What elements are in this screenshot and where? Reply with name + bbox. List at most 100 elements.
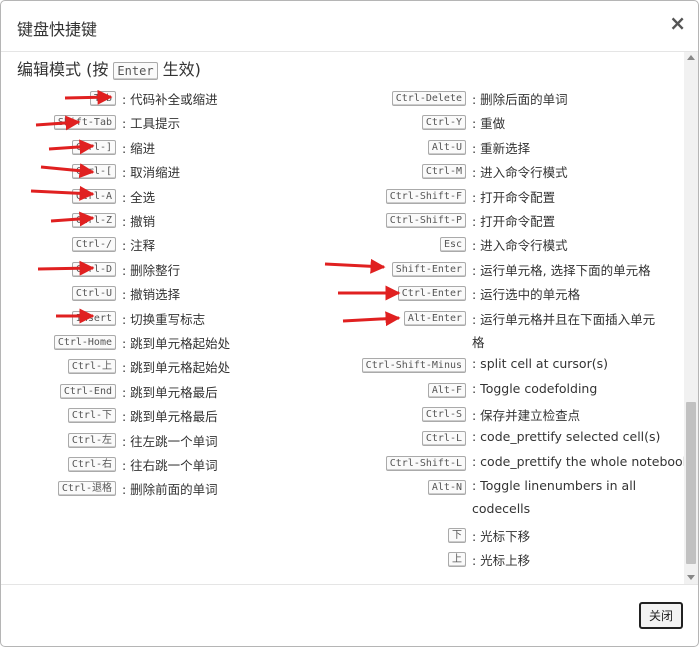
shortcut-keys: 下 bbox=[335, 526, 466, 543]
shortcut-description: : 代码补全或缩进 bbox=[122, 92, 218, 107]
shortcut-keys: Ctrl-M bbox=[335, 162, 466, 180]
shortcut-key: Ctrl-Enter bbox=[397, 286, 466, 302]
scroll-down-arrow-icon[interactable] bbox=[687, 575, 695, 580]
close-icon[interactable]: × bbox=[669, 11, 686, 35]
shortcut-key: Alt-U bbox=[427, 139, 466, 155]
shortcut-row: Ctrl-上: 跳到单元格起始处 bbox=[1, 357, 277, 377]
shortcut-row: Ctrl-U: 撤销选择 bbox=[1, 284, 277, 304]
shortcut-keys: Ctrl-左 bbox=[1, 431, 116, 448]
shortcut-description: : 全选 bbox=[122, 189, 156, 205]
shortcut-key: Shift-Enter bbox=[391, 261, 466, 277]
section-title-key: Enter bbox=[113, 62, 158, 80]
dialog-title: 键盘快捷键 bbox=[17, 20, 98, 39]
shortcut-keys: Esc bbox=[335, 235, 466, 253]
shortcut-key: Ctrl-Y bbox=[421, 115, 466, 131]
shortcut-keys: Shift-Enter bbox=[335, 260, 466, 277]
shortcut-description: : 删除前面的单词 bbox=[122, 482, 218, 498]
shortcut-row: Ctrl-End : 跳到单元格最后 bbox=[1, 382, 277, 402]
shortcut-key: Ctrl-左 bbox=[67, 432, 116, 448]
shortcut-row: Ctrl-Delete: 删除后面的单词 bbox=[335, 89, 675, 109]
shortcut-keys: Ctrl-Shift-Minus bbox=[335, 356, 466, 374]
shortcut-keys: 上 bbox=[335, 550, 466, 567]
close-button[interactable]: 关闭 bbox=[639, 602, 683, 629]
shortcut-keys: Tab bbox=[1, 89, 116, 106]
shortcut-key: Ctrl-Home bbox=[53, 335, 116, 350]
shortcut-description: : 运行单元格, 选择下面的单元格 bbox=[472, 262, 651, 278]
section-title-suffix: 生效) bbox=[157, 60, 201, 79]
shortcut-description: : 工具提示 bbox=[122, 116, 181, 132]
shortcut-key: Ctrl-Shift-P bbox=[385, 213, 466, 228]
shortcut-keys: Alt-N bbox=[335, 478, 466, 496]
shortcut-key: Ctrl-Delete bbox=[391, 91, 466, 106]
shortcut-description: : 跳到单元格最后 bbox=[122, 409, 218, 425]
shortcut-keys: Ctrl-A bbox=[1, 187, 116, 204]
shortcut-row: 上 : 光标上移 bbox=[335, 550, 675, 570]
shortcut-keys: Shift-Tab bbox=[1, 113, 116, 131]
shortcut-key: Alt-F bbox=[427, 382, 466, 398]
shortcut-description-continued: 格 bbox=[472, 334, 485, 350]
section-title: 编辑模式 (按 Enter 生效) bbox=[17, 56, 201, 80]
shortcut-description: : 删除整行 bbox=[122, 262, 181, 278]
shortcut-keys: Ctrl-/ bbox=[1, 235, 116, 253]
shortcut-keys: Alt-F bbox=[335, 381, 466, 398]
shortcut-description: : code_prettify selected cell(s) bbox=[472, 429, 661, 445]
shortcut-row: Ctrl-Shift-F: 打开命令配置 bbox=[335, 187, 675, 207]
shortcut-keys: Ctrl-下 bbox=[1, 406, 116, 424]
shortcut-row: Insert: 切换重写标志 bbox=[1, 309, 277, 329]
shortcut-keys: Alt-U bbox=[335, 138, 466, 155]
dialog-scrollbar[interactable] bbox=[684, 52, 698, 584]
shortcut-keys: Ctrl-Delete bbox=[335, 89, 466, 106]
shortcut-row: 下 : 光标下移 bbox=[335, 526, 675, 546]
shortcut-description: : 跳到单元格最后 bbox=[122, 384, 218, 400]
shortcut-keys: Ctrl-L bbox=[335, 429, 466, 447]
shortcut-keys: Ctrl-[ bbox=[1, 162, 116, 180]
shortcut-row: Ctrl-Home : 跳到单元格起始处 bbox=[1, 333, 277, 353]
shortcut-row: Ctrl-Enter: 运行选中的单元格 bbox=[335, 284, 675, 304]
dialog-body: 编辑模式 (按 Enter 生效) Tab : 代码补全或缩进 Shift-Tab:… bbox=[1, 52, 684, 584]
shortcut-key: 下 bbox=[448, 527, 466, 543]
shortcut-keys: Ctrl-Enter bbox=[335, 284, 466, 302]
shortcut-row: Ctrl-Z: 撤销 bbox=[1, 211, 277, 231]
shortcut-keys: Ctrl-End bbox=[1, 382, 116, 399]
shortcut-row: Ctrl-S: 保存并建立检查点 bbox=[335, 405, 675, 425]
shortcut-row: Alt-U : 重新选择 bbox=[335, 138, 675, 158]
shortcut-row: Tab : 代码补全或缩进 bbox=[1, 89, 277, 109]
shortcut-description: : 跳到单元格起始处 bbox=[122, 336, 231, 351]
shortcut-row: Ctrl-Shift-L: code_prettify the whole no… bbox=[335, 454, 684, 474]
shortcut-key: Ctrl-上 bbox=[67, 359, 116, 375]
shortcut-description: : 切换重写标志 bbox=[122, 311, 206, 327]
shortcut-row: Ctrl-A : 全选 bbox=[1, 187, 277, 207]
shortcut-key: Ctrl-下 bbox=[67, 408, 116, 424]
scroll-up-arrow-icon[interactable] bbox=[687, 55, 695, 60]
shortcut-row: Ctrl-退格 : 删除前面的单词 bbox=[1, 479, 277, 499]
shortcut-keys: Ctrl-D bbox=[1, 260, 116, 277]
shortcut-key: Ctrl-Shift-Minus bbox=[361, 358, 466, 374]
shortcut-key: Esc bbox=[439, 237, 466, 253]
shortcut-row: Ctrl-[ : 取消缩进 bbox=[1, 162, 277, 182]
shortcut-row: Ctrl-]: 缩进 bbox=[1, 138, 277, 158]
shortcut-key: Ctrl-Z bbox=[71, 213, 116, 228]
shortcut-row: Alt-F: Toggle codefolding bbox=[335, 381, 675, 401]
scroll-thumb[interactable] bbox=[686, 402, 696, 564]
shortcut-key: Ctrl-Shift-L bbox=[385, 455, 466, 471]
shortcut-description: : split cell at cursor(s) bbox=[472, 356, 608, 372]
shortcut-row: Ctrl-下 : 跳到单元格最后 bbox=[1, 406, 277, 426]
shortcut-key: Alt-Enter bbox=[403, 310, 466, 326]
shortcut-description: : 打开命令配置 bbox=[472, 214, 556, 229]
shortcut-description: : 重新选择 bbox=[472, 140, 531, 156]
shortcut-key: 上 bbox=[448, 552, 466, 567]
shortcut-key: Tab bbox=[89, 91, 116, 106]
shortcut-description: : 取消缩进 bbox=[122, 165, 181, 181]
shortcut-row: Shift-Enter : 运行单元格, 选择下面的单元格 bbox=[335, 260, 675, 280]
shortcut-row: Ctrl-M: 进入命令行模式 bbox=[335, 162, 675, 182]
shortcut-row: Ctrl-右: 往右跳一个单词 bbox=[1, 455, 277, 475]
shortcut-description: : 光标上移 bbox=[472, 553, 531, 568]
shortcut-key: Ctrl-U bbox=[71, 286, 116, 302]
shortcut-description: : 往左跳一个单词 bbox=[122, 433, 218, 449]
shortcut-keys: Ctrl-Shift-P bbox=[335, 211, 466, 228]
shortcut-description: : 光标下移 bbox=[472, 528, 531, 544]
dialog-header: 键盘快捷键 × bbox=[1, 1, 698, 52]
shortcut-key: Ctrl-退格 bbox=[57, 481, 116, 497]
